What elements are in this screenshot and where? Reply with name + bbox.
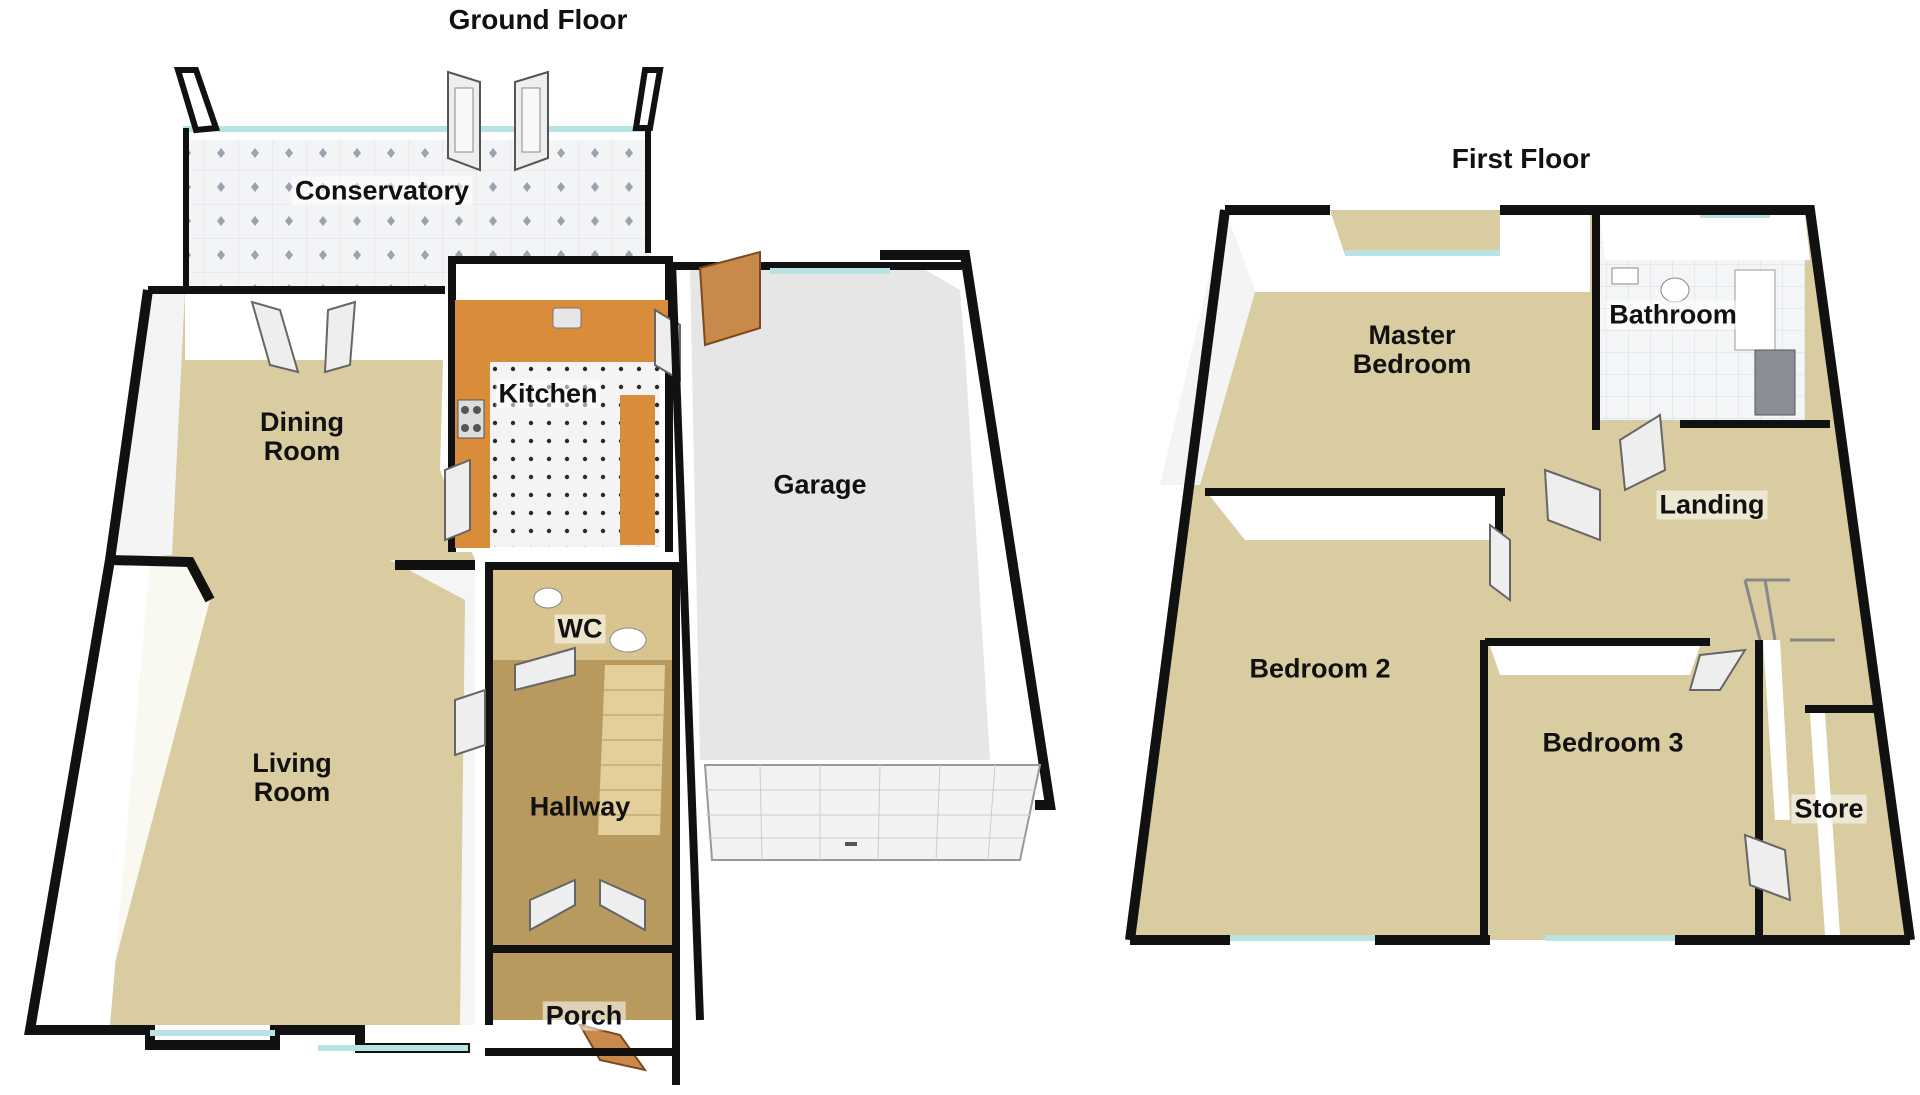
kitchen-door xyxy=(444,458,471,542)
room-label-bedroom-2: Bedroom 2 xyxy=(1249,653,1391,684)
garage-window xyxy=(770,268,890,274)
kitchen-sink xyxy=(552,307,582,329)
room-label-conservatory: Conservatory xyxy=(291,176,473,206)
living-room-line-2: Room xyxy=(253,777,331,807)
hob-icon xyxy=(457,399,485,439)
room-label-garage: Garage xyxy=(773,469,867,500)
dining-door-left xyxy=(250,300,300,374)
master-bedroom-line-1: Master xyxy=(1368,320,1456,350)
room-label-landing: Landing xyxy=(1656,490,1768,520)
conservatory-window xyxy=(183,126,650,132)
dining-room-line-2: Room xyxy=(263,436,341,466)
room-label-porch: Porch xyxy=(542,1001,626,1031)
room-label-hallway: Hallway xyxy=(529,791,631,822)
master-bedroom-door xyxy=(1543,468,1601,542)
garage-rear-door xyxy=(698,250,761,347)
bathroom-door xyxy=(1618,413,1667,492)
landing-banister xyxy=(1743,578,1835,642)
porch-door-right xyxy=(599,878,646,932)
dining-door-right xyxy=(323,300,357,374)
room-label-living-room: Living Room xyxy=(249,749,335,807)
living-room-window xyxy=(150,1030,275,1036)
bedroom-2-door xyxy=(1489,523,1511,602)
bedroom-3-door xyxy=(1688,648,1747,691)
garage-area xyxy=(668,250,1056,1021)
wc-door xyxy=(514,646,576,692)
kitchen-area xyxy=(444,256,681,552)
front-door xyxy=(577,1023,648,1072)
garage-door xyxy=(703,764,1042,861)
dining-room-line-1: Dining xyxy=(260,407,344,437)
conservatory-area xyxy=(173,67,664,290)
master-bedroom-line-2: Bedroom xyxy=(1352,349,1472,379)
ground-floor-title: Ground Floor xyxy=(448,4,628,35)
porch-door-left xyxy=(529,878,576,932)
first-floor-title: First Floor xyxy=(1451,143,1591,174)
shower-enclosure xyxy=(1754,349,1796,416)
room-label-bedroom-3: Bedroom 3 xyxy=(1542,727,1684,758)
french-door-left xyxy=(447,70,481,172)
living-room-door xyxy=(454,688,486,757)
room-label-dining-room: Dining Room xyxy=(257,408,347,466)
room-label-kitchen: Kitchen xyxy=(495,379,601,409)
room-label-wc: WC xyxy=(554,614,606,644)
room-label-store: Store xyxy=(1791,794,1867,824)
living-dining-area xyxy=(24,286,475,1053)
living-room-line-1: Living xyxy=(252,748,332,778)
room-label-master-bedroom: Master Bedroom xyxy=(1350,321,1475,379)
french-door-right xyxy=(514,70,549,172)
store-door xyxy=(1743,833,1792,902)
bath-tub xyxy=(1734,269,1776,351)
room-label-bathroom: Bathroom xyxy=(1606,300,1740,330)
bathroom-toilet xyxy=(1660,277,1690,303)
bathroom-basin xyxy=(1611,267,1639,285)
staircase xyxy=(598,665,665,835)
wc-basin xyxy=(533,587,563,609)
wc-toilet xyxy=(609,627,647,653)
first-floor-area xyxy=(1125,205,1915,945)
